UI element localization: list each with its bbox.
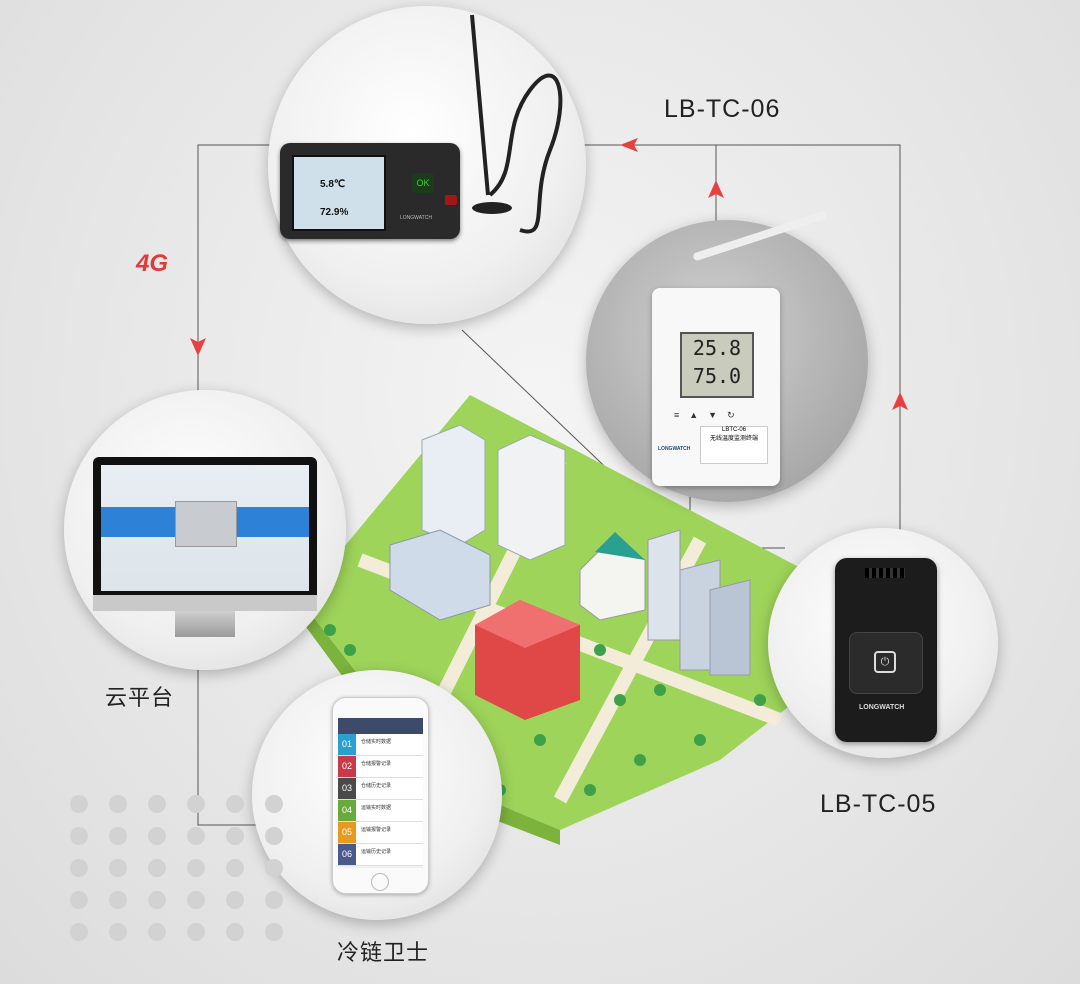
decorative-dots [70,795,304,941]
lb-tc-05-device: ⏻ LONGWATCH [835,558,937,742]
item-number: 04 [338,800,356,821]
list-item: 03 仓储历史记录 [338,778,423,800]
app-screen: 01 仓储实时数据 02 仓储报警记录 03 仓储历史记录 04 运输实时数据 05 运输… [338,718,423,868]
list-item: 05 运输报警记录 [338,822,423,844]
trees [324,624,766,796]
power-button [445,195,457,205]
tc06-label: LBTC-06 无线温度监测终端 [700,426,768,464]
lb-tc-06-logger: 5.8℃ 72.9% OK LONGWATCH [280,143,460,239]
item-number: 01 [338,734,356,755]
list-item: 01 仓储实时数据 [338,734,423,756]
arrow-up-icon [708,180,724,198]
tc06-model: LBTC-06 [721,427,746,433]
arrow-up-icon [892,392,908,410]
vent-icon [865,568,905,578]
item-number: 02 [338,756,356,777]
item-label: 运输历史记录 [361,849,392,855]
logger-screen: 5.8℃ 72.9% [292,155,386,231]
item-label: 运输报警记录 [361,827,392,833]
phone: 01 仓储实时数据 02 仓储报警记录 03 仓储历史记录 04 运输实时数据 05 运输… [332,697,429,894]
tc05-brand: LONGWATCH [859,704,905,711]
arrow-down-icon [190,338,206,356]
brand-logo: LONGWATCH [400,215,432,221]
label-cloud-platform: 云平台 [105,686,175,711]
power-button: ⏻ [849,632,923,694]
item-number: 06 [338,844,356,865]
tc06-humidity: 75.0 [692,364,742,388]
tc06-screen: 25.8 75.0 [680,332,754,398]
tc06-buttons: ≡▲▼↻ [674,410,745,420]
login-page [101,465,309,591]
label-lb-tc-05: LB-TC-05 [820,790,937,818]
label-lb-tc-06: LB-TC-06 [664,95,781,123]
login-box [175,501,237,547]
item-label: 仓储实时数据 [361,739,392,745]
home-button [371,873,389,891]
tc06-name: 无线温度监测终端 [709,436,758,442]
tc06-brand: LONGWATCH [658,446,691,452]
buildings [389,424,751,720]
monitor-stand [175,611,235,637]
list-item: 04 运输实时数据 [338,800,423,822]
label-cold-chain-guard: 冷链卫士 [337,941,430,966]
link-logger-to-cloud [197,144,275,392]
item-label: 运输实时数据 [361,805,392,811]
lb-tc-06-device: 25.8 75.0 ≡▲▼↻ LBTC-06 无线温度监测终端 LONGWATC… [652,288,780,486]
tc06-temperature: 25.8 [692,336,742,360]
monitor-chin [93,595,317,611]
app-header [338,718,423,734]
item-label: 仓储报警记录 [361,761,392,767]
item-label: 仓储历史记录 [361,783,392,789]
temperature-reading: 5.8℃ [320,179,346,190]
antenna-icon [470,14,563,234]
power-icon: ⏻ [874,651,896,673]
item-number: 05 [338,822,356,843]
monitor [93,457,317,609]
flow-arrows [190,138,908,410]
humidity-reading: 72.9% [320,207,349,218]
list-item: 02 仓储报警记录 [338,756,423,778]
arrow-left-icon [620,138,638,152]
4g-signal-label: 4G [136,250,169,277]
item-number: 03 [338,778,356,799]
link-cloud-to-app [197,668,262,826]
list-item: 06 运输历史记录 [338,844,423,866]
ok-button: OK [412,173,434,193]
